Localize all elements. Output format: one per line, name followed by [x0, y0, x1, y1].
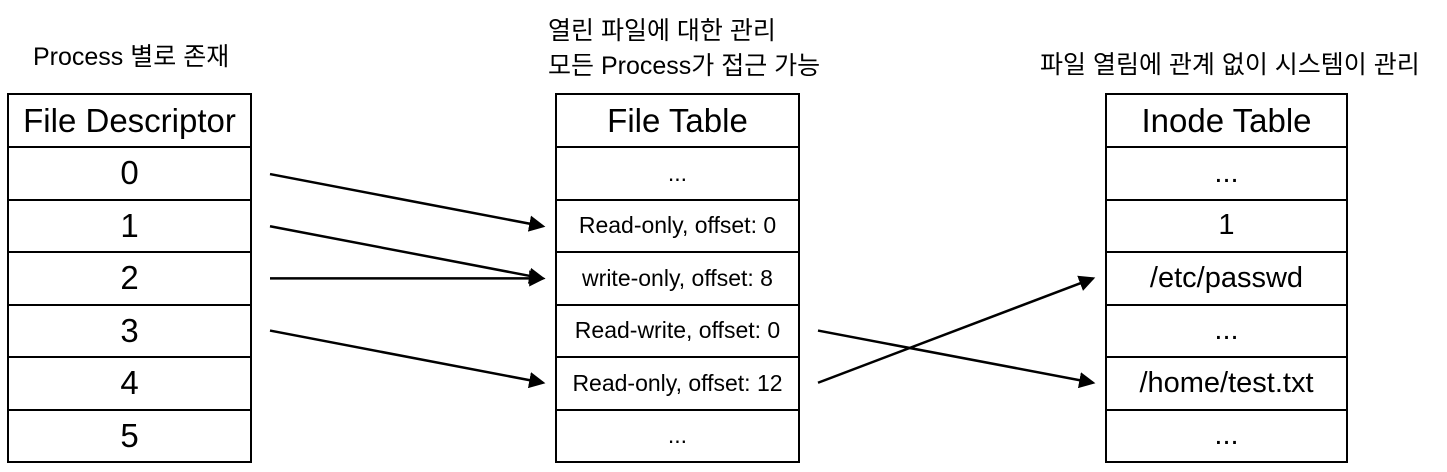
- fd-table-caption: Process 별로 존재: [33, 43, 230, 71]
- connection-arrow: [269, 329, 546, 389]
- file-table-caption: 열린 파일에 대한 관리 모든 Process가 접근 가능: [548, 14, 820, 84]
- connection-arrow: [269, 225, 546, 284]
- inode-table-row: ...: [1107, 408, 1346, 462]
- inode-table-row: ...: [1214, 156, 1239, 189]
- file-table-row: Read-only, offset: 12: [557, 356, 798, 409]
- file-table-header: File Table: [557, 95, 798, 148]
- fd-table-row: 5: [9, 408, 250, 462]
- file-table-row: Read-only, offset: 0: [557, 198, 798, 252]
- fd-table-row: 0: [120, 154, 139, 192]
- file-table-row: Read-write, offset: 0: [557, 303, 798, 357]
- inode-table-row: 1: [1107, 198, 1346, 252]
- file-descriptor-table-header: File Descriptor: [9, 95, 250, 148]
- inode-table-row: /home/test.txt: [1107, 356, 1346, 409]
- fd-table-row: 3: [9, 303, 250, 357]
- file-table-row: ...: [557, 408, 798, 462]
- connection-arrow: [269, 172, 546, 232]
- file-table-caption-line2: 모든 Process가 접근 가능: [548, 52, 821, 80]
- fd-table-row: 1: [9, 198, 250, 252]
- inode-table-row: ...: [1107, 303, 1346, 357]
- fd-table-row: 2: [9, 251, 250, 304]
- inode-table-row: /etc/passwd: [1107, 251, 1346, 304]
- inode-table-header: Inode Table: [1107, 95, 1346, 148]
- fd-table-row: 4: [9, 356, 250, 409]
- file-table-caption-line1: 열린 파일에 대한 관리: [548, 17, 776, 45]
- file-table-row: write-only, offset: 8: [557, 251, 798, 304]
- inode-table: Inode Table ...1/etc/passwd.../home/test…: [1105, 93, 1348, 463]
- connection-arrow: [817, 275, 1096, 384]
- inode-table-rows: ...1/etc/passwd.../home/test.txt...: [1107, 148, 1346, 461]
- file-table-row: ...: [667, 159, 688, 186]
- inode-table-caption: 파일 열림에 관계 없이 시스템이 관리: [1040, 51, 1420, 79]
- connection-arrow: [817, 329, 1096, 389]
